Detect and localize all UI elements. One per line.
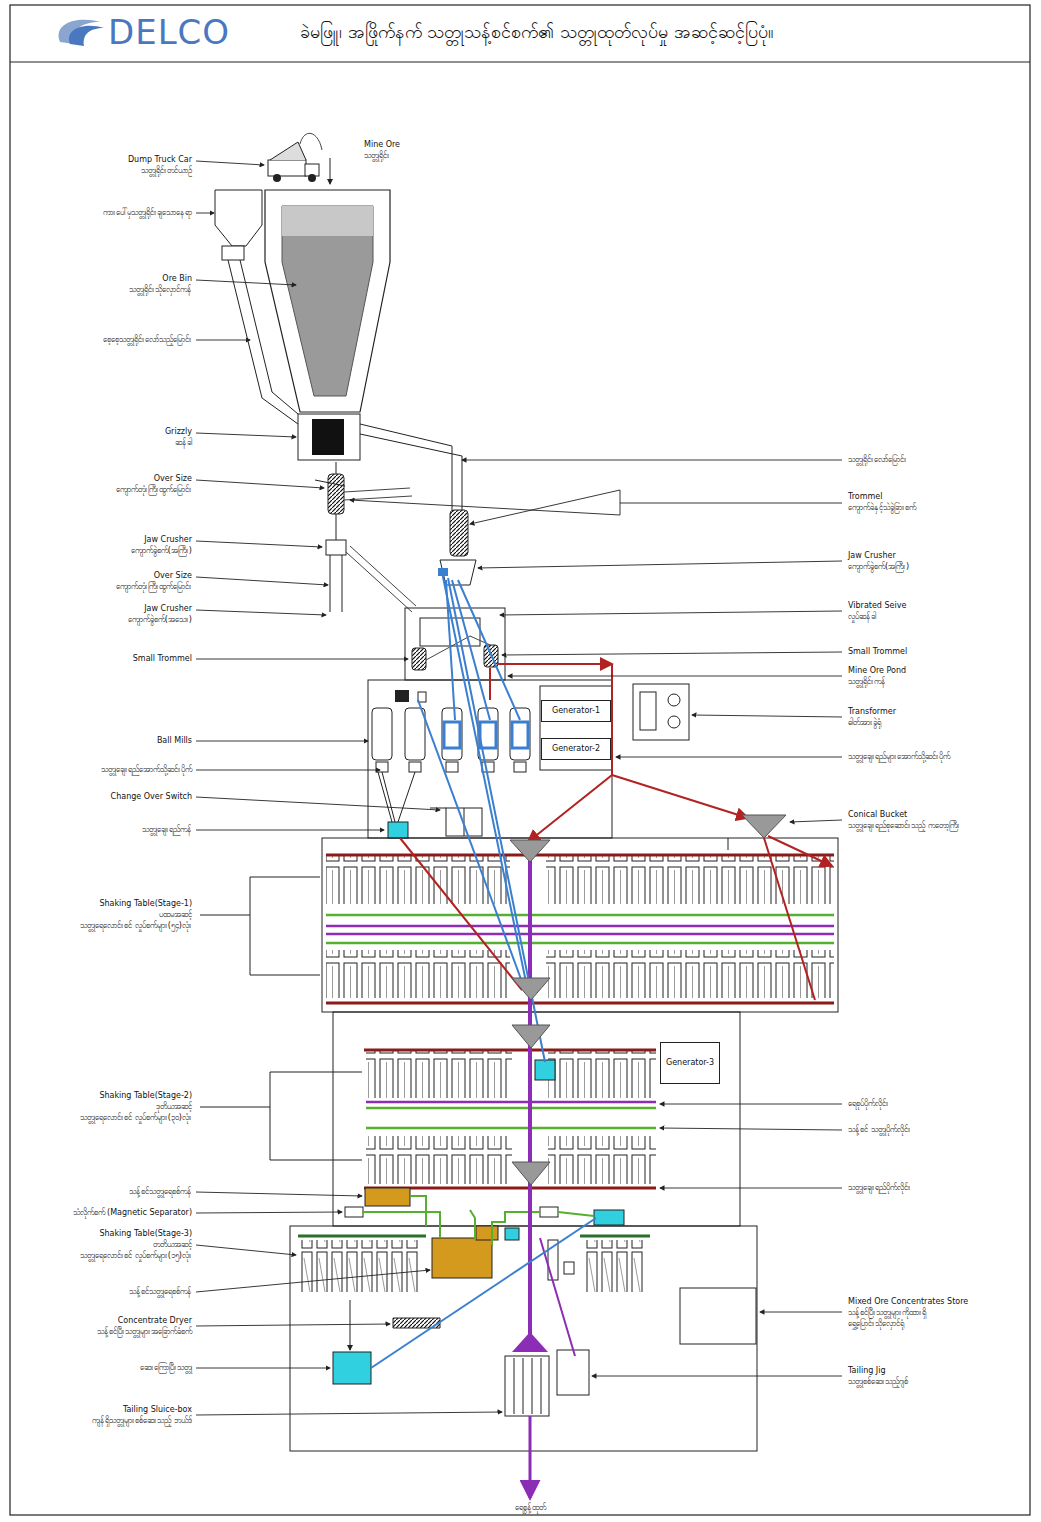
logo-text: DELCO [108,12,230,52]
part-label: Mine Ore Pond [848,666,906,676]
part-label: Mixed Ore Concentrates Store [848,1297,968,1307]
part-label: Jaw Crusher [848,551,896,561]
part-label: ကျောက်ခွဲစက်(အကြီး) [848,562,909,572]
part-label: ကျောက်ခွဲစက်(အကြီး) [131,546,192,556]
part-label: သတ္တုချေးရည်ကန် [142,825,192,835]
part-label: ဆန်ခါ [175,438,192,448]
part-label: သတ္တုချေးရည်ပိုက်လိုင်း [848,1183,911,1193]
part-label: Dump Truck Car [128,155,192,165]
part-label: သန့်စင်သတ္တုရေစစ်ကန် [129,1287,192,1297]
part-label: Ore Bin [162,274,192,284]
part-label: သတ္တုရေလောင်းစင် လှုပ်စက်များ(၁၅)လုံး [80,1251,192,1261]
part-label: ကျောက်ခဲနှင့်သဲခွဲခြားစက် [848,503,916,513]
part-label: Ball Mills [157,736,192,746]
generator-box: Generator-1 [541,700,611,722]
part-label: ဓါတ်အားခွဲရုံ [848,718,881,728]
part-label: ရေစွန့်ထုတ် [515,1503,546,1513]
part-label: ဒုတိယအဆင့် [156,1102,192,1112]
part-label: ပထမအဆင့် [159,910,192,920]
part-label: စေ့စေ့သတ္တုရိုင်းလော်သည့်မြောင်း [103,335,192,345]
node-text: Generator-1 [549,706,603,716]
part-label: Tailing Sluice-box [123,1405,192,1415]
part-label: Transformer [848,707,896,717]
part-label: ရွှေ့ပြောင်းသိုလှောင်ရုံ [848,1319,904,1329]
part-label: Shaking Table(Stage-1) [99,899,192,909]
part-label: သတ္တုချေးရည်များအောက်သို့ဆင်းပိုက် [848,752,950,762]
node-text: Generator-2 [549,744,603,754]
part-label: ကားပေါ်မှသတ္တုရိုင်းချသောနေရာ [103,208,192,218]
part-label: Change Over Switch [111,792,192,802]
part-label: တတိယအဆင့် [153,1240,192,1250]
part-label: သတ္တုရိုင်းလော်မြောင်း [848,455,907,465]
node-text: Generator-3 [663,1058,717,1068]
title: ခဲမဖြူ၊ အဖြိုက်နက် သတ္တုသန့်စင်စက်၏ သတ္တ… [300,20,774,44]
part-label: ကျောက်တုံးကြီးထွက်မြောင်း [116,582,192,592]
part-label: သတ္တုရေလောင်းစင် လှုပ်စက်များ(၃၀)လုံး [80,1113,192,1123]
part-label: Shaking Table(Stage-2) [99,1091,192,1101]
part-label: Shaking Table(Stage-3) [99,1229,192,1239]
part-label: ရေစုပ်ပိုက်လိုင်း [848,1099,889,1109]
part-label: သတ္တုစစ်ဆေးသည့်ဂျစ် [848,1377,908,1387]
part-label: Over Size [154,571,192,581]
generator-box: Generator-3 [660,1042,720,1084]
part-label: သတ္တုချေးရည်အောက်သို့ဆင်းပိုက် [101,765,192,775]
part-label: သတ္တုချေးရည်စုဆောင်းသည့် ကတော့ကြီး [848,821,960,831]
part-label: သန့်စင်ပြီးသတ္တုများအခြောက်ခံစက် [97,1327,192,1337]
part-label: သတ္တုရေလောင်းစင် လှုပ်စက်များ(၅၄)လုံး [80,921,192,931]
part-label: လှုပ်ဆန်ခါ [848,612,876,622]
part-label: ဆေးကြောပြီးသတ္တု [140,1363,192,1373]
part-label: သတ္တုရိုင်းကန် [848,677,886,687]
part-label: Tailing Jig [848,1366,885,1376]
part-label: သတ္တုရိုင်း [364,151,390,161]
part-label: သန့်စင်သတ္တုရေစစ်ကန် [129,1187,192,1197]
part-label: သန့်စင်ပြီးသတ္တုများကိုထားရှိ [848,1308,926,1318]
part-label: Vibrated Seive [848,601,906,611]
part-label: Concentrate Dryer [118,1316,192,1326]
part-label: ကျောက်တုံးကြီးထွက်မြောင်း [116,485,192,495]
part-label: Trommel [848,492,882,502]
part-label: Grizzly [165,427,192,437]
part-label: သန့်စင် သတ္တုပိုက်လိုင်း [848,1125,911,1135]
part-label: Mine Ore [364,140,400,150]
part-label: Conical Bucket [848,810,907,820]
part-label: Small Trommel [133,654,192,664]
part-label: Jaw Crusher [144,604,192,614]
part-label: Over Size [154,474,192,484]
part-label: Jaw Crusher [144,535,192,545]
part-label: သံလိုက်စက် (Magnetic Separator) [73,1208,192,1218]
part-label: သတ္တုရိုင်းသိုလှောင်ကန် [129,285,192,295]
generator-box: Generator-2 [541,738,611,760]
part-label: သတ္တုရိုင်းတင်ယာဉ် [141,166,192,176]
part-label: ကျန်ရှိသတ္တုများစစ်ဆေးသည့် ဘယ်ဒ် [92,1416,192,1426]
part-label: ကျောက်ခွဲစက်(အသေး) [128,615,192,625]
part-label: Small Trommel [848,647,907,657]
